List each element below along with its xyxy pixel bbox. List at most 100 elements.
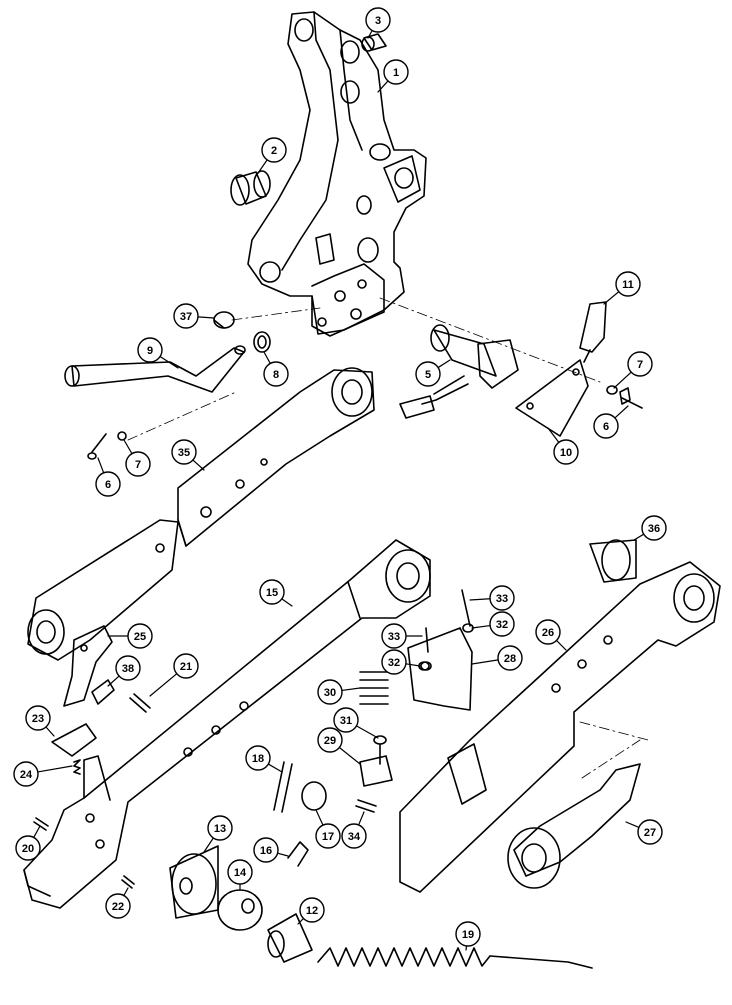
callout-circle xyxy=(207,815,233,841)
callout-circle xyxy=(227,859,253,885)
part-end-link xyxy=(507,763,641,889)
part-sleeve-36 xyxy=(589,539,637,583)
callout-c36: 36 xyxy=(633,515,667,541)
callout-number: 2 xyxy=(271,145,277,157)
callout-number: 6 xyxy=(603,421,609,433)
callout-number: 20 xyxy=(22,843,34,855)
callout-c26: 26 xyxy=(535,619,567,651)
callout-circle xyxy=(383,59,409,85)
callout-c11: 11 xyxy=(603,271,641,305)
callout-leader-line xyxy=(358,811,365,826)
callout-leader-line xyxy=(107,675,120,687)
callout-circle xyxy=(245,745,271,771)
callout-circle xyxy=(125,451,151,477)
callout-circle xyxy=(489,611,515,637)
callout-c22: 22 xyxy=(105,887,131,919)
part-block-29 xyxy=(359,755,393,787)
part-washer-left xyxy=(117,431,127,441)
part-pin-21 xyxy=(129,693,151,713)
callout-c20: 20 xyxy=(15,825,41,861)
callout-leader-line xyxy=(603,291,620,305)
part-spring-30 xyxy=(359,671,389,705)
callout-circle xyxy=(25,705,51,731)
callout-leader-line xyxy=(405,663,421,667)
callout-c23: 23 xyxy=(25,705,55,737)
part-spring xyxy=(317,947,593,969)
callout-leader-line xyxy=(149,673,178,697)
callout-circle xyxy=(315,823,341,849)
callout-number: 37 xyxy=(180,311,192,323)
callout-leader-line xyxy=(37,765,73,773)
callout-leader-line xyxy=(159,355,179,369)
part-pin-31 xyxy=(373,735,387,765)
callout-number: 31 xyxy=(340,715,352,727)
callout-c9: 9 xyxy=(137,337,179,369)
callout-c3: 3 xyxy=(365,7,391,39)
callout-number: 32 xyxy=(496,619,508,631)
part-lever xyxy=(51,723,97,757)
callout-number: 27 xyxy=(644,827,656,839)
callout-leader-line xyxy=(281,598,293,607)
callout-c33b: 33 xyxy=(381,623,423,649)
callout-circle xyxy=(259,579,285,605)
callout-leader-line xyxy=(45,726,55,737)
part-sensor xyxy=(399,324,519,419)
alignment-guides xyxy=(127,297,649,779)
callout-c6a: 6 xyxy=(95,457,121,497)
part-rod xyxy=(64,345,246,393)
callout-number: 26 xyxy=(542,627,554,639)
callout-number: 22 xyxy=(112,901,124,913)
callout-circle xyxy=(317,727,343,753)
callout-circle xyxy=(173,653,199,679)
callout-circle xyxy=(261,137,287,163)
callout-number: 8 xyxy=(273,369,279,381)
callout-leader-line xyxy=(192,459,205,471)
callout-c7b: 7 xyxy=(613,351,653,389)
callout-circle xyxy=(173,303,199,329)
callout-leader-line xyxy=(614,405,629,419)
callout-circle xyxy=(317,679,343,705)
callout-number: 36 xyxy=(648,523,660,535)
callout-number: 7 xyxy=(135,459,141,471)
callout-leader-line xyxy=(33,825,41,839)
callout-number: 16 xyxy=(260,845,272,857)
callout-leader-line xyxy=(97,457,105,474)
callout-circle xyxy=(13,761,39,787)
part-bolt-left xyxy=(87,433,107,460)
callout-number: 15 xyxy=(266,587,278,599)
callout-number: 5 xyxy=(425,369,431,381)
callout-circle xyxy=(615,271,641,297)
callout-leader-line xyxy=(123,887,129,897)
callout-number: 7 xyxy=(637,359,643,371)
callout-number: 10 xyxy=(560,447,572,459)
callout-c32b: 32 xyxy=(381,649,421,675)
callout-circle xyxy=(95,471,121,497)
part-sleeve xyxy=(267,913,313,963)
callout-c5: 5 xyxy=(415,359,451,387)
part-ball xyxy=(217,889,263,931)
part-bracket xyxy=(247,11,427,337)
part-plug xyxy=(213,311,235,329)
callout-number: 24 xyxy=(20,769,33,781)
callout-leader-line xyxy=(613,371,632,389)
callout-c14: 14 xyxy=(227,859,253,891)
callout-c18: 18 xyxy=(245,745,283,773)
callout-number: 18 xyxy=(252,753,264,765)
callout-c13: 13 xyxy=(203,815,233,853)
callout-leader-line xyxy=(338,746,361,765)
callout-circle xyxy=(641,515,667,541)
callout-c38: 38 xyxy=(107,655,141,687)
callout-circle xyxy=(115,655,141,681)
part-plate xyxy=(515,359,589,437)
part-circlip xyxy=(301,781,327,811)
callout-c24: 24 xyxy=(13,761,73,787)
callout-c34: 34 xyxy=(341,811,367,849)
callout-number: 6 xyxy=(105,479,111,491)
callout-leader-line xyxy=(547,427,560,443)
callout-c21: 21 xyxy=(149,653,199,697)
callout-circle xyxy=(333,707,359,733)
part-bolt-right xyxy=(619,387,643,409)
callout-leader-line xyxy=(197,316,215,319)
callout-number: 23 xyxy=(32,713,44,725)
